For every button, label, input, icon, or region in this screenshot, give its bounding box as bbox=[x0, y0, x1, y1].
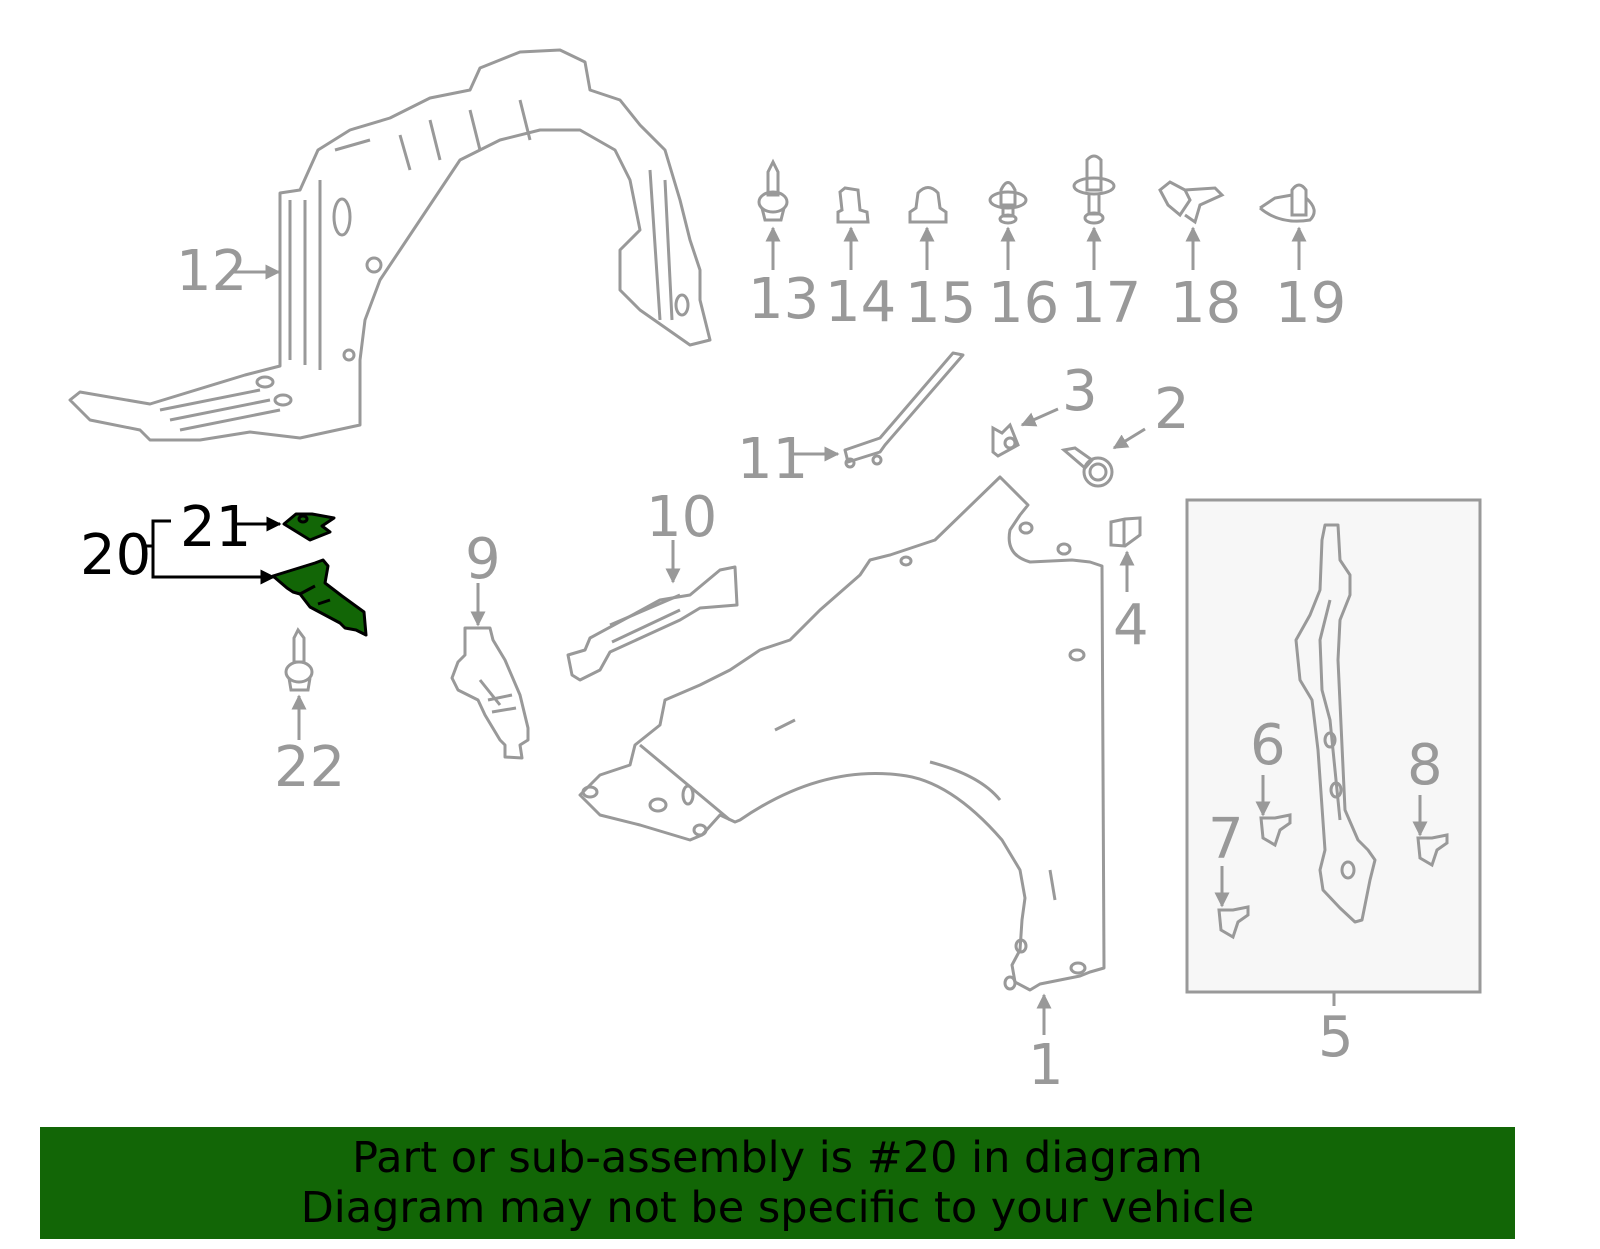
sub-assembly-part-20-highlighted bbox=[271, 558, 368, 637]
callout-label-1[interactable]: 1 bbox=[1028, 1033, 1064, 1098]
callout-label-12[interactable]: 12 bbox=[176, 239, 248, 304]
banner-line-1: Part or sub-assembly is #20 in diagram bbox=[352, 1133, 1203, 1183]
fender-bracket-part-5 bbox=[1294, 523, 1377, 924]
nut-part-3 bbox=[991, 422, 1020, 458]
fastener-19-clip-icon bbox=[1259, 183, 1316, 223]
screw-part-22 bbox=[284, 627, 314, 692]
callout-label-16[interactable]: 16 bbox=[988, 271, 1060, 336]
clip-part-7 bbox=[1217, 905, 1250, 940]
callout-label-10[interactable]: 10 bbox=[646, 485, 718, 550]
callout-label-3[interactable]: 3 bbox=[1062, 359, 1098, 424]
callout-label-7[interactable]: 7 bbox=[1208, 807, 1244, 872]
bolt-part-2 bbox=[1060, 446, 1114, 488]
callout-label-9[interactable]: 9 bbox=[465, 527, 501, 592]
callout-label-15[interactable]: 15 bbox=[905, 271, 977, 336]
callout-label-11[interactable]: 11 bbox=[737, 427, 809, 492]
fastener-16-push-retainer-icon bbox=[988, 181, 1028, 225]
callout-label-21[interactable]: 21 bbox=[180, 495, 252, 560]
fastener-17-rivet-icon bbox=[1072, 154, 1116, 225]
callout-label-22[interactable]: 22 bbox=[274, 735, 346, 800]
callout-label-6[interactable]: 6 bbox=[1250, 713, 1286, 778]
clip-part-6 bbox=[1259, 813, 1292, 848]
callout-label-19[interactable]: 19 bbox=[1275, 271, 1347, 336]
bracket-part-9 bbox=[450, 626, 530, 760]
callout-label-17[interactable]: 17 bbox=[1070, 271, 1142, 336]
banner-line-2: Diagram may not be specific to your vehi… bbox=[300, 1183, 1255, 1233]
clip-part-4 bbox=[1109, 516, 1142, 548]
nut-part-21-highlighted bbox=[282, 512, 336, 542]
fender-part-1 bbox=[578, 475, 1106, 992]
clip-part-8 bbox=[1416, 833, 1449, 868]
bracket-part-10 bbox=[566, 565, 739, 682]
info-banner: Part or sub-assembly is #20 in diagram D… bbox=[40, 1127, 1515, 1239]
fastener-18-clip-icon bbox=[1158, 180, 1225, 225]
callout-label-8[interactable]: 8 bbox=[1407, 733, 1443, 798]
fastener-15-nut-icon bbox=[908, 186, 948, 224]
callout-label-2[interactable]: 2 bbox=[1154, 377, 1190, 442]
fender-liner-part-12 bbox=[68, 48, 712, 442]
callout-label-5[interactable]: 5 bbox=[1318, 1005, 1354, 1070]
callout-label-4[interactable]: 4 bbox=[1113, 593, 1149, 658]
fastener-14-clip-icon bbox=[836, 186, 870, 224]
callout-label-20[interactable]: 20 bbox=[80, 523, 152, 588]
callout-label-18[interactable]: 18 bbox=[1170, 271, 1242, 336]
callout-label-13[interactable]: 13 bbox=[748, 267, 820, 332]
seal-part-11 bbox=[843, 351, 965, 469]
fastener-13-screw-icon bbox=[757, 158, 789, 222]
callout-label-14[interactable]: 14 bbox=[825, 270, 897, 335]
